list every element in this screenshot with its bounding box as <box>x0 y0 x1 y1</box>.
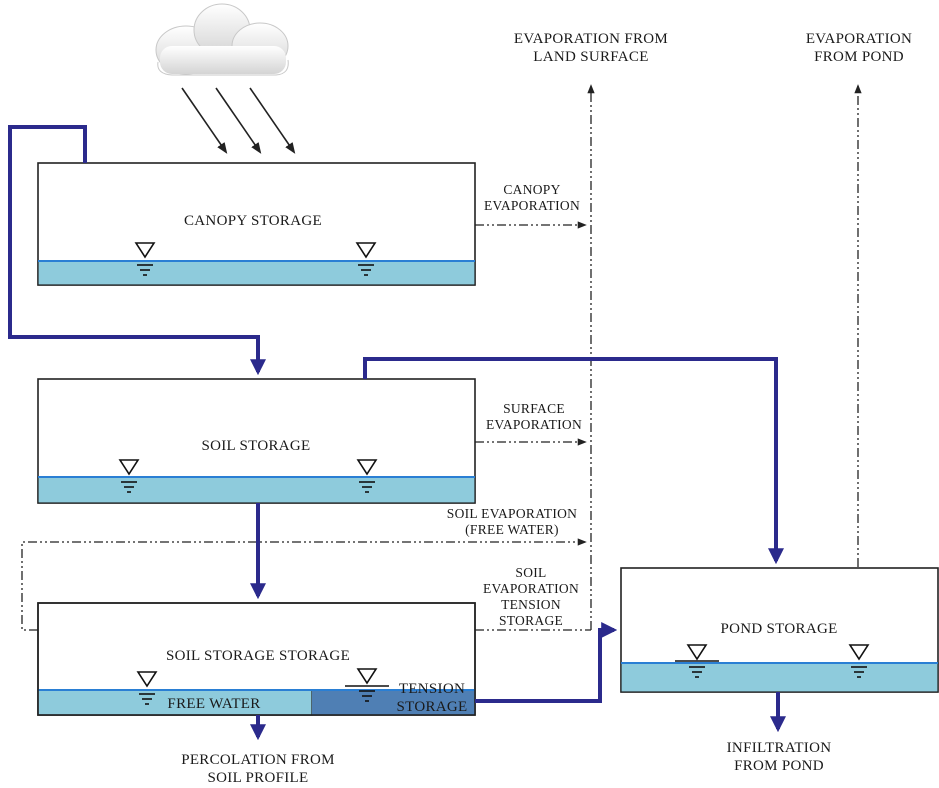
water-level-symbol <box>136 671 158 705</box>
canopy-storage-box: CANOPY STORAGE <box>37 162 476 286</box>
canopy-evaporation-label-line2: EVAPORATION <box>484 198 580 213</box>
canopy-evaporation-label-line1: CANOPY <box>503 182 560 197</box>
evaporation-pond-label-line1: EVAPORATION <box>806 31 912 47</box>
percolation-label-line2: SOIL PROFILE <box>208 770 309 786</box>
soil-storage-storage-box: SOIL STORAGE STORAGE FREE WATER TENSION … <box>37 602 476 716</box>
water-level-symbol <box>345 668 389 702</box>
rain-arrows <box>181 87 296 154</box>
water-level-symbol <box>355 242 377 276</box>
free-water-label: FREE WATER <box>167 696 260 712</box>
infiltration-label-line2: FROM POND <box>734 758 824 774</box>
water-level-symbol <box>675 644 719 678</box>
water-level-symbol <box>134 242 156 276</box>
pond-storage-label: POND STORAGE <box>720 621 837 637</box>
flow-arrows <box>8 125 786 741</box>
cloud-icon <box>155 3 289 76</box>
water-level-symbol <box>118 459 140 493</box>
tension-storage-label-line2: STORAGE <box>397 699 468 715</box>
evaporation-land-label-line2: LAND SURFACE <box>533 49 648 65</box>
water-level-symbol <box>356 459 378 493</box>
evaporation-pond-label-line2: FROM POND <box>814 49 904 65</box>
tension-storage-label-line1: TENSION <box>399 681 465 697</box>
percolation-label-line1: PERCOLATION FROM <box>181 752 335 768</box>
pond-storage-box: POND STORAGE <box>620 567 939 693</box>
soil-storage-storage-label: SOIL STORAGE STORAGE <box>166 648 350 664</box>
water-level-symbol <box>848 644 870 678</box>
soil-storage-box: SOIL STORAGE <box>37 378 476 504</box>
surface-evaporation-label-line2: EVAPORATION <box>486 417 582 432</box>
soil-evaporation-free-label-line1: SOIL EVAPORATION <box>447 506 577 521</box>
soil-evaporation-tension-label-line1: SOIL <box>515 565 546 580</box>
soil-evaporation-free-label-line2: (FREE WATER) <box>465 522 559 537</box>
soil-evaporation-tension-label-line3: TENSION <box>501 597 561 612</box>
infiltration-label-line1: INFILTRATION <box>727 740 832 756</box>
soil-storage-label: SOIL STORAGE <box>201 438 310 454</box>
surface-evaporation-label-line1: SURFACE <box>503 401 565 416</box>
soil-evaporation-tension-label-line4: STORAGE <box>499 613 563 628</box>
evaporation-land-label-line1: EVAPORATION FROM <box>514 31 668 47</box>
canopy-storage-label: CANOPY STORAGE <box>184 213 322 229</box>
soil-evaporation-tension-label-line2: EVAPORATION <box>483 581 579 596</box>
